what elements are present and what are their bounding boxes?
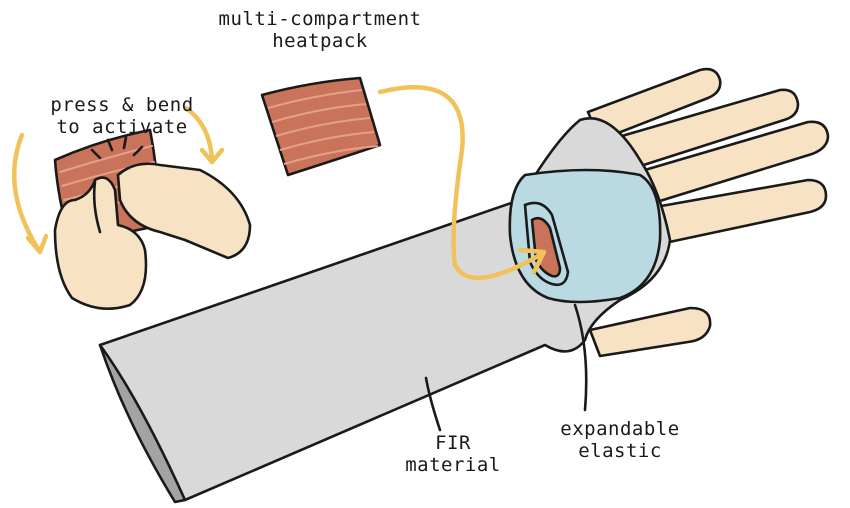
heatpack-stripe bbox=[267, 89, 363, 109]
glove-fingers bbox=[586, 67, 830, 358]
label-elastic-line2: elastic bbox=[578, 440, 662, 462]
finger-index bbox=[586, 67, 722, 142]
heatpack-stripe bbox=[283, 145, 379, 165]
heatpack-stripe bbox=[279, 131, 375, 151]
arrow-heatpack-to-pocket bbox=[377, 85, 543, 281]
heatpack-stripe bbox=[275, 117, 371, 137]
label-fir-line1: FIR bbox=[435, 432, 471, 454]
label-press-bend-line1: press & bend bbox=[50, 94, 194, 116]
label-fir-line2: material bbox=[405, 454, 501, 476]
arrow-left bbox=[11, 132, 43, 255]
finger-middle bbox=[613, 88, 800, 172]
label-heatpack: multi-compartment heatpack bbox=[200, 8, 440, 52]
hands-illustration bbox=[53, 128, 252, 311]
label-press-bend-line2: to activate bbox=[56, 116, 188, 138]
heatpack-illustration bbox=[260, 76, 382, 177]
left-hand bbox=[53, 176, 148, 311]
heatpack-body bbox=[260, 76, 382, 177]
label-expandable-elastic: expandable elastic bbox=[540, 418, 700, 462]
label-fir-material: FIR material bbox=[388, 432, 518, 476]
label-elastic-line1: expandable bbox=[560, 418, 680, 440]
finger-ring bbox=[636, 120, 830, 206]
finger-pinky bbox=[648, 178, 828, 246]
label-heatpack-line2: heatpack bbox=[272, 30, 368, 52]
sleeve-cuff bbox=[98, 343, 187, 504]
arrow-right bbox=[183, 105, 215, 163]
label-press-bend: press & bend to activate bbox=[22, 94, 222, 138]
right-hand bbox=[116, 162, 252, 260]
label-heatpack-line1: multi-compartment bbox=[218, 8, 422, 30]
thumb bbox=[588, 306, 712, 358]
arrows bbox=[11, 85, 547, 281]
leader-lines bbox=[424, 303, 588, 432]
heatpack-stripe bbox=[271, 103, 367, 123]
